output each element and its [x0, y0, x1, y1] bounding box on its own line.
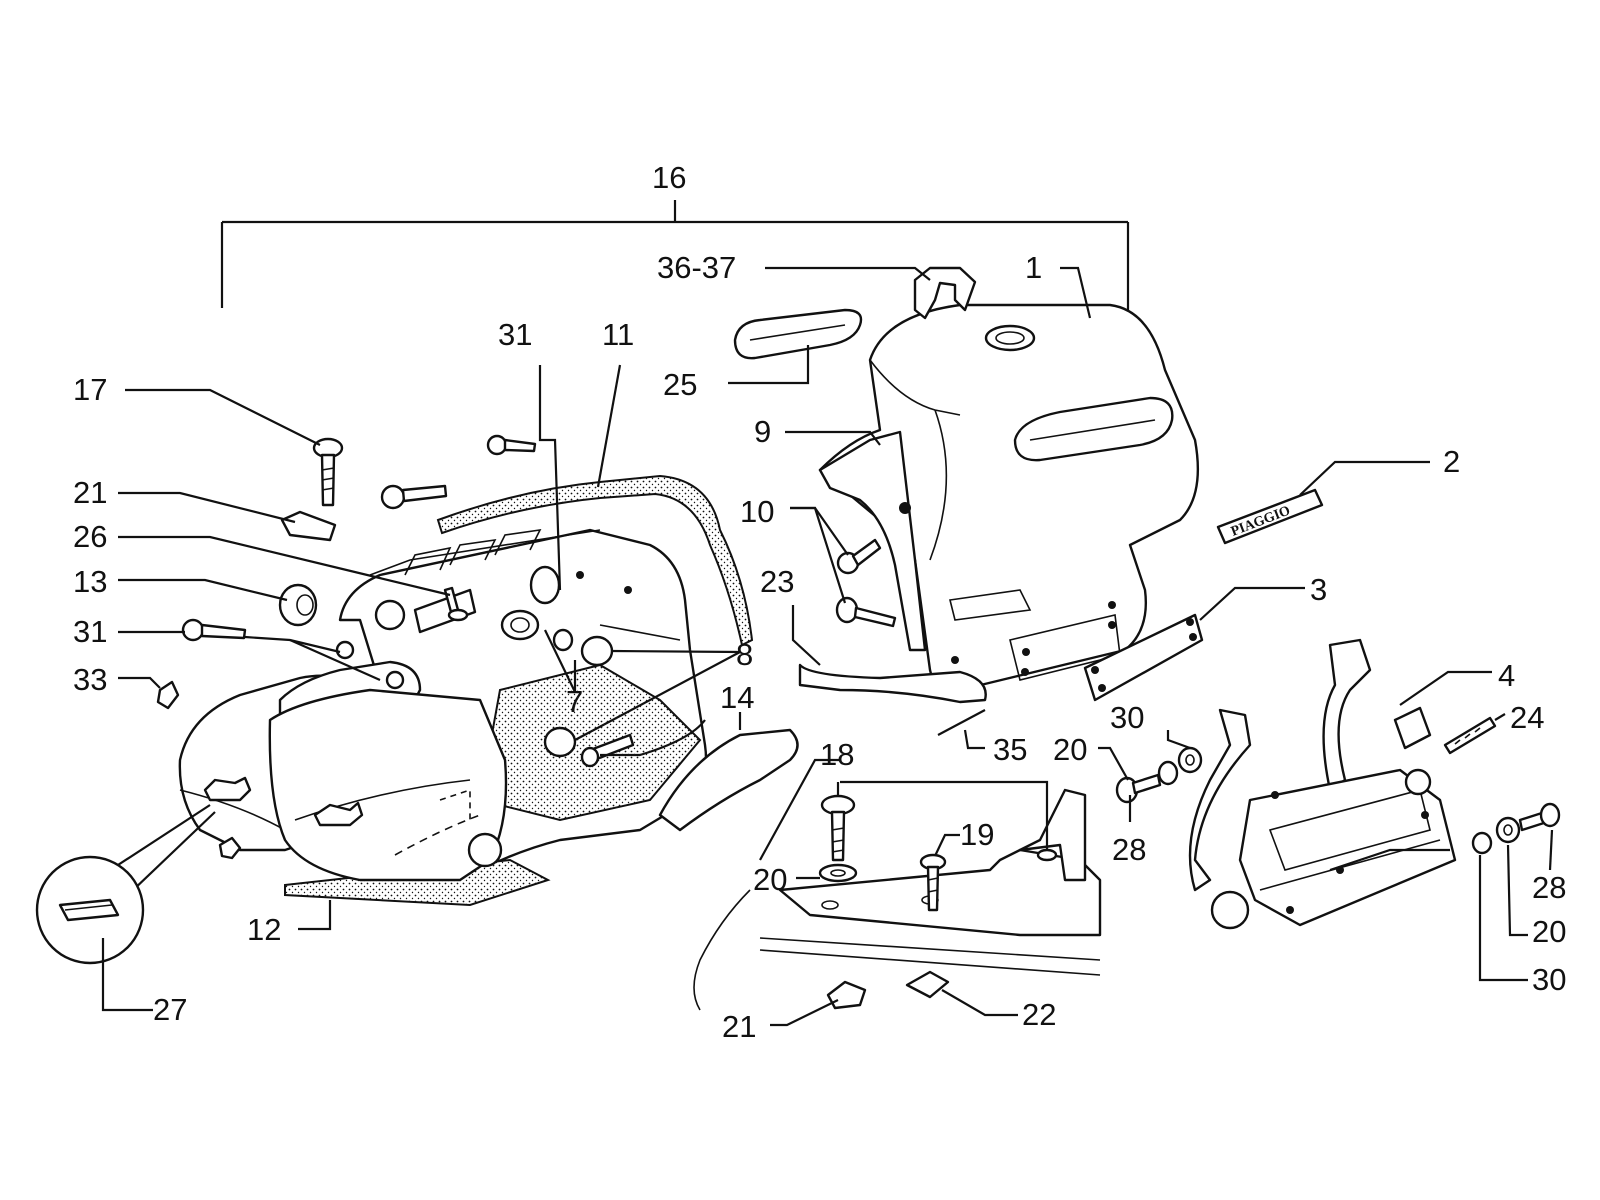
- label-23: 23: [760, 564, 794, 599]
- nut-part-22: [905, 970, 950, 999]
- screw-part-11-bolt: [380, 484, 448, 510]
- label-2: 2: [1443, 444, 1460, 479]
- label-27: 27: [153, 992, 187, 1027]
- leader-lines: [101, 266, 1554, 1027]
- label-16: 16: [652, 160, 686, 195]
- grommet-part-13: [278, 583, 318, 627]
- screw-part-10-lower: [835, 596, 897, 628]
- label-28-left: 28: [1112, 832, 1146, 867]
- label-17: 17: [73, 372, 107, 407]
- label-14: 14: [720, 680, 754, 715]
- label-28-right: 28: [1532, 870, 1566, 905]
- bolt-part-28-right: [1518, 802, 1561, 832]
- washer-part-30-left: [1177, 746, 1203, 774]
- label-26: 26: [73, 519, 107, 554]
- screw-part-31-upper: [486, 434, 537, 456]
- base-platform: [693, 788, 1102, 1011]
- clip-part-33: [156, 680, 180, 710]
- detail-callout-part-27: [35, 804, 216, 965]
- label-9: 9: [754, 414, 771, 449]
- latch-clip-left: [203, 776, 364, 827]
- label-8: 8: [736, 637, 753, 672]
- bolt-part-28-left: [1115, 773, 1162, 804]
- label-30-lower: 30: [1532, 962, 1566, 997]
- label-20-center: 20: [753, 862, 787, 897]
- carrier-bracket-part-4: [1188, 638, 1457, 930]
- label-36-37: 36-37: [657, 250, 736, 285]
- piaggio-decal-part-2: PIAGGIO: [1216, 488, 1324, 545]
- rim-trim-part-23: [798, 663, 987, 704]
- pin-part-35: [937, 709, 986, 736]
- label-24: 24: [1510, 700, 1544, 735]
- clip-nut-part-21-upper: [280, 510, 337, 542]
- plug-part-8-lower: [543, 726, 635, 768]
- label-1: 1: [1025, 250, 1042, 285]
- label-7: 7: [566, 684, 583, 719]
- screw-part-17: [312, 437, 344, 507]
- label-33: 33: [73, 662, 107, 697]
- lock-hook-part-36-37: [913, 266, 977, 320]
- label-31-upper: 31: [498, 317, 532, 352]
- label-22: 22: [1022, 997, 1056, 1032]
- washer-part-20-left: [1157, 760, 1179, 786]
- screw-part-31-lower: [181, 618, 247, 642]
- label-20-right: 20: [1532, 914, 1566, 949]
- label-21-lower: 21: [722, 1009, 756, 1044]
- decal-text: PIAGGIO: [1229, 503, 1293, 539]
- label-4: 4: [1498, 658, 1515, 693]
- label-31-lower: 31: [73, 614, 107, 649]
- clip-nut-part-21-lower: [826, 980, 867, 1010]
- washer-part-30-right: [1471, 831, 1493, 855]
- label-13: 13: [73, 564, 107, 599]
- label-10: 10: [740, 494, 774, 529]
- rear-frame-part-9: [818, 430, 927, 652]
- screw-part-18: [820, 794, 856, 862]
- washer-part-20-center: [818, 863, 858, 883]
- washer-part-7: [552, 628, 574, 652]
- plug-part-8-upper: [580, 635, 614, 667]
- top-case-part: [818, 303, 1200, 692]
- clip-bottom-left: [218, 836, 242, 860]
- label-35: 35: [993, 732, 1027, 767]
- screw-part-10-upper: [836, 538, 882, 575]
- part-labels: 16 36-37 1 31 11 25 17 9 2 21 10 26 13 2…: [73, 160, 1566, 1044]
- label-25: 25: [663, 367, 697, 402]
- label-18: 18: [820, 737, 854, 772]
- label-21-upper: 21: [73, 475, 107, 510]
- label-12: 12: [247, 912, 281, 947]
- label-19: 19: [960, 817, 994, 852]
- handle-part-25: [733, 308, 863, 360]
- mount-plate-part-3: [1083, 613, 1204, 702]
- spring-part-24: [1443, 716, 1497, 755]
- label-3: 3: [1310, 572, 1327, 607]
- label-20-upper: 20: [1053, 732, 1087, 767]
- assembly-bracket-16: [220, 200, 1130, 315]
- washer-part-20-right: [1495, 816, 1521, 844]
- screw-part-19: [919, 853, 947, 912]
- label-30-upper: 30: [1110, 700, 1144, 735]
- label-11: 11: [602, 317, 634, 352]
